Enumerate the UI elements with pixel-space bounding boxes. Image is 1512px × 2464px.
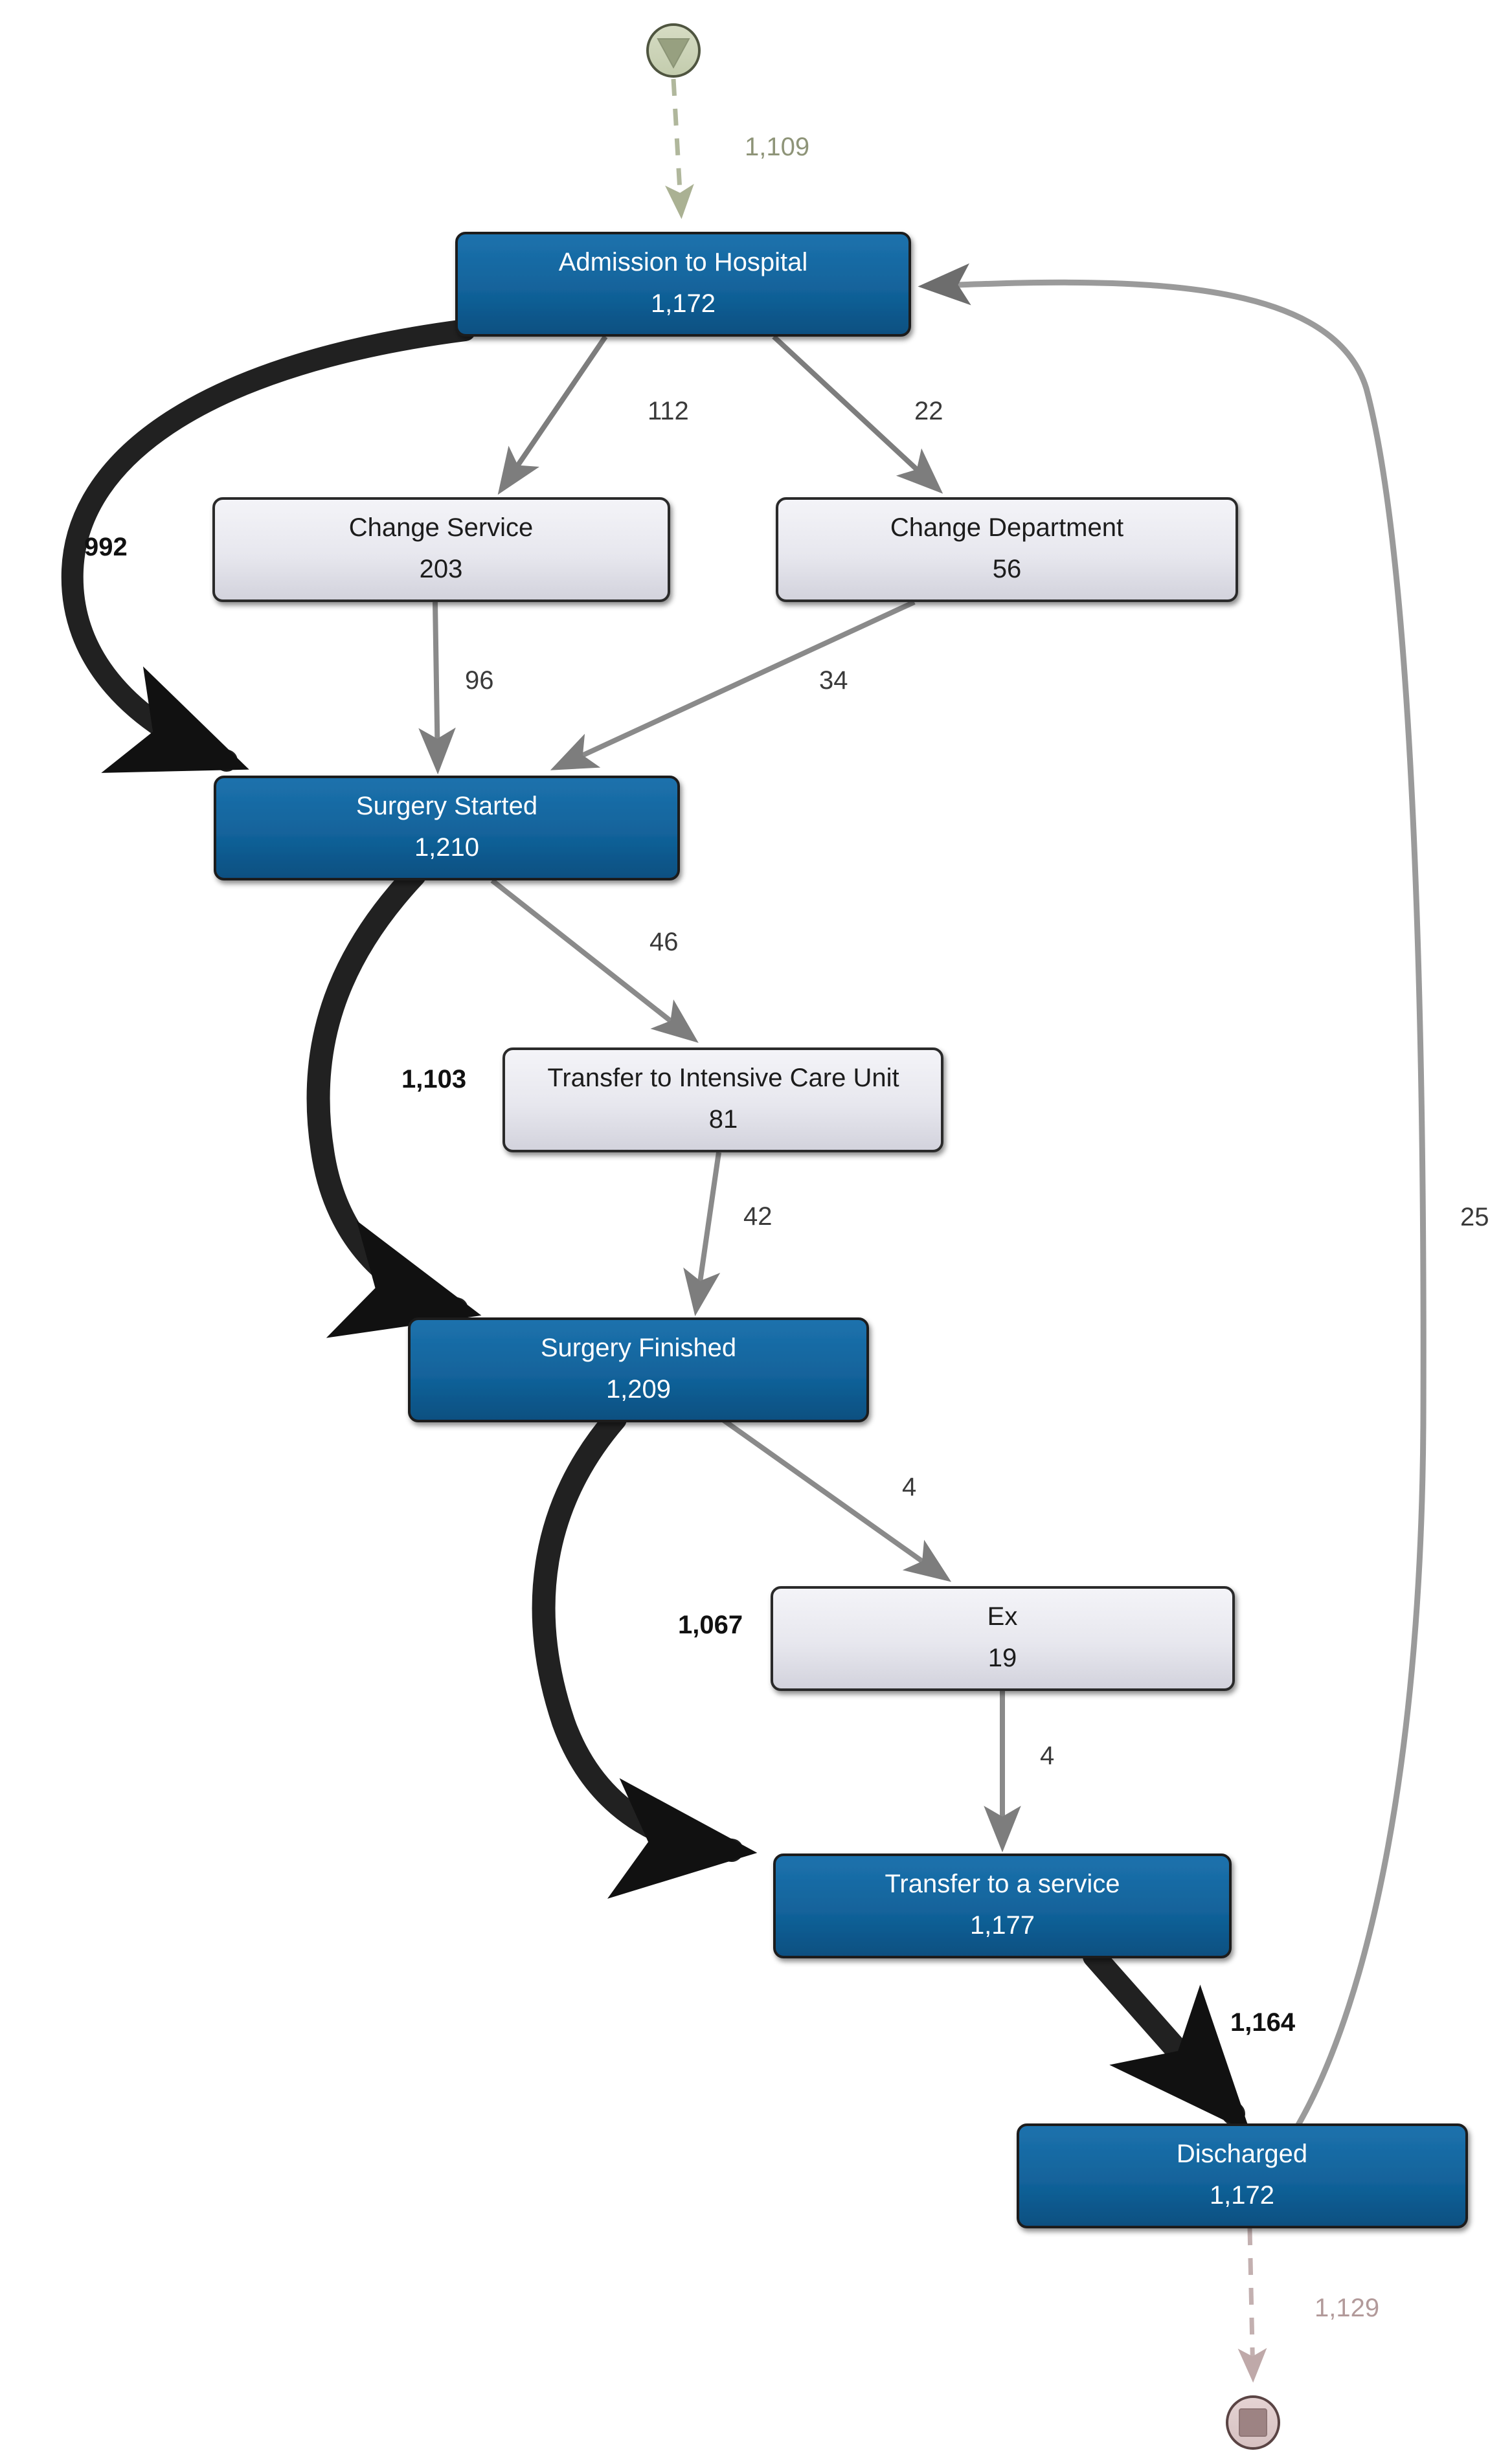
node-change-service[interactable]: Change Service 203 — [212, 497, 670, 602]
edge-admission-to-surgery-started[interactable]: 992 — [61, 319, 476, 773]
node-label: Admission to Hospital — [559, 248, 808, 276]
node-label: Discharged — [1177, 2140, 1307, 2168]
edge-line — [61, 319, 476, 773]
node-box — [212, 497, 670, 602]
edge-label-icu-surgery-finished: 42 — [743, 1202, 773, 1231]
edge-discharged-to-admission[interactable]: 25 — [918, 263, 1489, 2127]
triangle-down-icon — [657, 38, 690, 69]
edge-line — [497, 335, 608, 495]
edge-label-ex-transfer: 4 — [1040, 1742, 1054, 1770]
node-count: 19 — [988, 1644, 1017, 1672]
edge-label-transfer-discharged: 1,164 — [1230, 2008, 1296, 2037]
node-transfer-to-a-service[interactable]: Transfer to a service 1,177 — [773, 1854, 1232, 1958]
node-label: Surgery Started — [356, 792, 537, 820]
edge-discharged-to-end[interactable]: 1,129 — [1237, 2228, 1379, 2383]
node-count: 56 — [993, 555, 1022, 583]
edge-surgery-finished-to-ex[interactable]: 4 — [720, 1417, 952, 1582]
node-count: 1,209 — [606, 1375, 671, 1404]
node-label: Change Service — [349, 513, 534, 542]
edge-label-change-service-surgery-started: 96 — [465, 666, 494, 695]
node-box — [214, 776, 680, 880]
end-marker[interactable] — [1226, 2395, 1280, 2450]
node-label: Transfer to Intensive Care Unit — [547, 1064, 899, 1092]
edge-label-surgery-started-surgery-finished: 1,103 — [401, 1065, 466, 1093]
node-box — [776, 497, 1238, 602]
node-surgery-finished[interactable]: Surgery Finished 1,209 — [408, 1317, 869, 1422]
edge-admission-to-change-department[interactable]: 22 — [772, 335, 943, 494]
node-count: 1,210 — [414, 833, 479, 862]
square-icon — [1239, 2408, 1267, 2437]
node-box — [455, 232, 911, 337]
edge-line — [772, 335, 943, 494]
edge-label-admission-change-department: 22 — [914, 397, 943, 425]
edge-line — [1083, 1945, 1251, 2133]
node-change-department[interactable]: Change Department 56 — [776, 497, 1238, 602]
edge-line — [532, 1407, 758, 1899]
node-count: 1,172 — [1210, 2181, 1274, 2210]
edge-line — [665, 78, 694, 219]
node-ex[interactable]: Ex 19 — [771, 1586, 1235, 1691]
node-admission-to-hospital[interactable]: Admission to Hospital 1,172 — [455, 232, 911, 337]
node-label: Change Department — [890, 513, 1123, 542]
node-count: 203 — [420, 555, 463, 583]
node-discharged[interactable]: Discharged 1,172 — [1017, 2123, 1468, 2228]
node-surgery-started[interactable]: Surgery Started 1,210 — [214, 776, 680, 880]
edge-label-change-department-surgery-started: 34 — [819, 666, 848, 695]
edge-label-surgery-finished-transfer: 1,067 — [678, 1611, 743, 1639]
node-box — [1017, 2123, 1468, 2228]
edge-label-admission-change-service: 112 — [648, 397, 689, 425]
edge-line — [306, 864, 482, 1338]
edge-line — [720, 1417, 952, 1582]
edge-icu-to-surgery-finished[interactable]: 42 — [683, 1152, 773, 1317]
node-count: 1,172 — [651, 289, 716, 318]
node-box — [408, 1317, 869, 1422]
edge-surgery-started-to-surgery-finished[interactable]: 1,103 — [306, 864, 482, 1338]
node-count: 81 — [709, 1105, 738, 1134]
edge-surgery-started-to-icu[interactable]: 46 — [490, 878, 699, 1043]
edge-label-surgery-finished-ex: 4 — [902, 1473, 916, 1501]
node-label: Surgery Finished — [541, 1334, 736, 1362]
edge-change-department-to-surgery-started[interactable]: 34 — [550, 599, 916, 770]
edge-line — [918, 263, 1427, 2127]
edge-line — [418, 601, 456, 775]
edge-label-start-admission: 1,109 — [745, 133, 809, 161]
edge-line — [550, 599, 916, 770]
edge-label-admission-surgery-started: 992 — [84, 533, 128, 561]
edge-surgery-finished-to-transfer[interactable]: 1,067 — [532, 1407, 758, 1899]
node-box — [771, 1586, 1235, 1691]
edge-label-discharged-end: 1,129 — [1315, 2294, 1379, 2322]
node-box — [773, 1854, 1232, 1958]
edge-line — [1237, 2228, 1267, 2383]
edge-admission-to-change-service[interactable]: 112 — [497, 335, 689, 495]
start-marker[interactable] — [646, 23, 701, 78]
node-box — [502, 1047, 943, 1152]
edge-line — [683, 1152, 721, 1317]
node-label: Transfer to a service — [885, 1870, 1120, 1898]
edge-label-discharged-admission: 25 — [1460, 1203, 1489, 1231]
edge-ex-to-transfer[interactable]: 4 — [984, 1691, 1054, 1853]
node-transfer-to-intensive-care-unit[interactable]: Transfer to Intensive Care Unit 81 — [502, 1047, 943, 1152]
edge-change-service-to-surgery-started[interactable]: 96 — [418, 601, 494, 775]
edge-transfer-to-discharged[interactable]: 1,164 — [1083, 1945, 1296, 2133]
edge-line — [490, 878, 699, 1043]
node-label: Ex — [987, 1602, 1018, 1631]
edge-start-to-admission[interactable]: 1,109 — [665, 78, 809, 219]
edge-label-surgery-started-icu: 46 — [649, 928, 679, 956]
node-count: 1,177 — [970, 1911, 1035, 1940]
